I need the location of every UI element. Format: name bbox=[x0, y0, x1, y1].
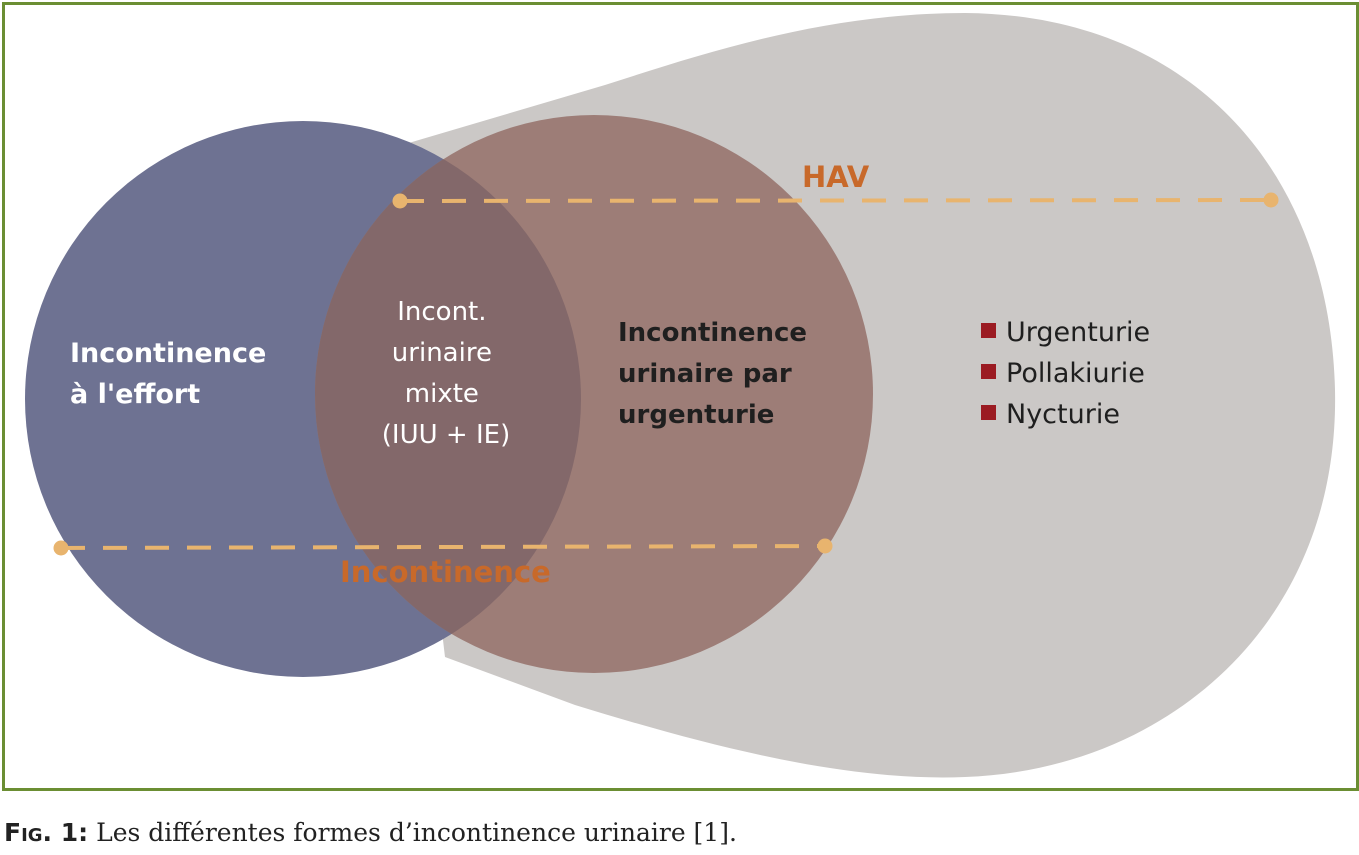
symptom-item: Urgenturie bbox=[1006, 317, 1150, 348]
incontinence-dashed-line bbox=[60, 544, 826, 550]
urge-label-line-3: urgenturie bbox=[618, 400, 774, 430]
stress-incontinence-label: Incontinence à l'effort bbox=[70, 338, 276, 410]
incontinence-label: Incontinence bbox=[340, 555, 551, 589]
stress-label-line-2: à l'effort bbox=[70, 379, 200, 410]
hav-dashed-line bbox=[399, 198, 1272, 203]
mixed-incontinence-overlap bbox=[315, 121, 581, 673]
hav-label: HAV bbox=[802, 160, 870, 194]
caption-text: Les différentes formes d’incontinence ur… bbox=[96, 818, 737, 847]
stress-label-line-1: Incontinence bbox=[70, 338, 266, 369]
bullet-square bbox=[981, 405, 996, 420]
figure-label: Fig. 1: bbox=[4, 818, 89, 847]
incontinence-venn-diagram: HAV Incontinence Incontinence à l'effort… bbox=[25, 13, 1336, 778]
figure-frame: HAV Incontinence Incontinence à l'effort… bbox=[2, 2, 1359, 791]
mixed-label-line-2: urinaire bbox=[392, 338, 492, 368]
hav-line-end-dot bbox=[1263, 192, 1279, 208]
bullet-square bbox=[981, 364, 996, 379]
figure-caption: Fig. 1: Les différentes formes d’inconti… bbox=[4, 818, 737, 847]
incontinence-line-end-dot bbox=[817, 538, 833, 554]
hav-line-start-dot bbox=[392, 193, 408, 209]
incontinence-line-start-dot bbox=[53, 540, 69, 556]
mixed-label-line-3: mixte bbox=[405, 379, 479, 409]
mixed-incontinence-label: Incont. urinaire mixte (IUU + IE) bbox=[382, 297, 510, 450]
symptom-item: Nycturie bbox=[1006, 399, 1120, 430]
symptom-item: Pollakiurie bbox=[1006, 358, 1145, 389]
mixed-label-line-1: Incont. bbox=[397, 297, 486, 327]
urge-label-line-1: Incontinence bbox=[618, 318, 807, 348]
symptom-list: Urgenturie Pollakiurie Nycturie bbox=[981, 317, 1150, 430]
urge-label-line-2: urinaire par bbox=[618, 359, 792, 389]
bullet-square bbox=[981, 323, 996, 338]
urge-incontinence-label: Incontinence urinaire par urgenturie bbox=[618, 318, 816, 430]
mixed-label-line-4: (IUU + IE) bbox=[382, 420, 510, 450]
